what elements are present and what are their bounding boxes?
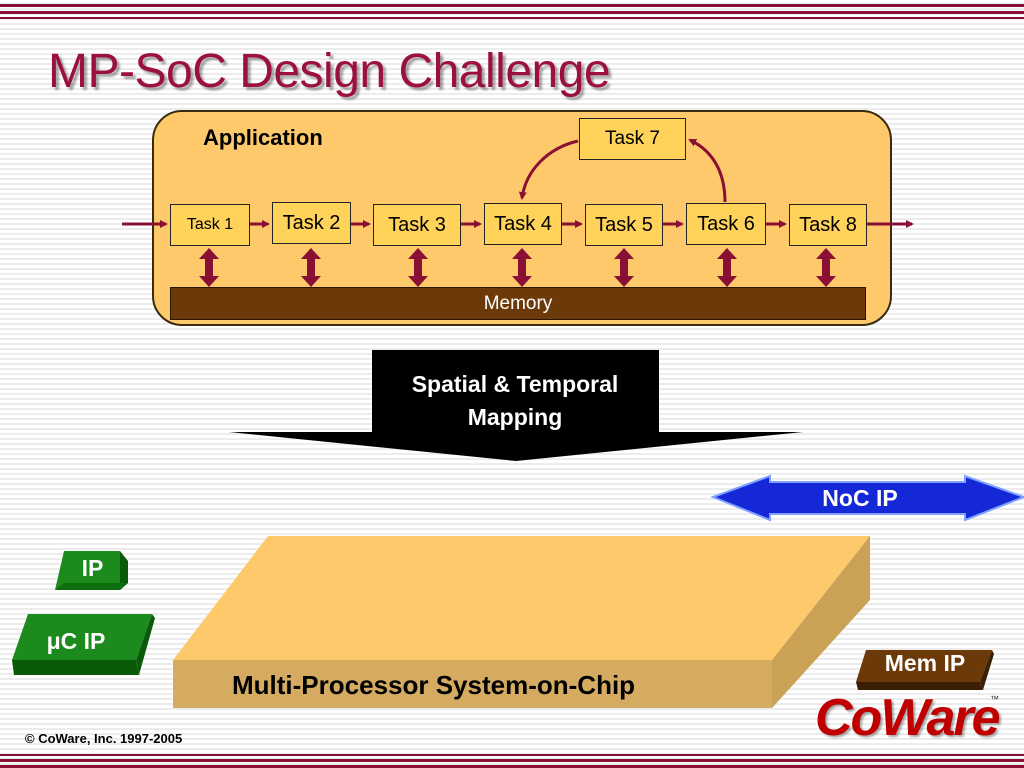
bus-arrow-task8 bbox=[816, 248, 836, 287]
header-stripe-2 bbox=[0, 11, 1024, 14]
application-label: Application bbox=[203, 125, 323, 150]
bus-arrow-task3 bbox=[408, 248, 428, 287]
task-8-box: Task 8 bbox=[789, 204, 867, 246]
mem-ip-block-label: Mem IP bbox=[884, 650, 966, 676]
trademark-symbol: ™ bbox=[990, 694, 999, 704]
uc-ip-block-front bbox=[12, 614, 152, 660]
task-5-box: Task 5 bbox=[585, 204, 663, 246]
footer-stripe-1 bbox=[0, 754, 1024, 756]
footer-stripe-2 bbox=[0, 759, 1024, 762]
header-stripe-1 bbox=[0, 4, 1024, 7]
arrow-task7-task4 bbox=[518, 139, 579, 200]
mapping-arrow bbox=[229, 350, 803, 461]
uc-ip-block-bottom bbox=[12, 660, 139, 675]
ip-block-side bbox=[120, 551, 128, 590]
bus-arrow-task4 bbox=[512, 248, 532, 287]
arrow-task6-task7 bbox=[688, 138, 727, 203]
chip-side-face bbox=[772, 536, 870, 708]
bus-arrow-task2 bbox=[301, 248, 321, 287]
mapping-label: Spatial & Temporal Mapping bbox=[372, 368, 658, 434]
mem-ip-block-bottom bbox=[856, 682, 983, 690]
footer-stripe-3 bbox=[0, 765, 1024, 768]
uc-ip-block-label: μC IP bbox=[26, 628, 126, 655]
task-6-box: Task 6 bbox=[686, 203, 766, 245]
slide-title: MP-SoC Design Challenge bbox=[48, 45, 611, 98]
bus-arrow-task1 bbox=[199, 248, 219, 287]
mu-symbol: μ bbox=[46, 628, 61, 654]
mapping-label-line1: Spatial & Temporal bbox=[411, 371, 619, 397]
noc-ip-label: NoC IP bbox=[822, 485, 898, 511]
header-stripe-3 bbox=[0, 17, 1024, 19]
chip-front-face bbox=[173, 660, 772, 708]
memory-bar: Memory bbox=[170, 287, 866, 320]
task-2-box: Task 2 bbox=[272, 202, 351, 244]
memory-bus-arrows bbox=[199, 248, 836, 287]
uc-ip-block-side bbox=[136, 614, 155, 675]
task-4-box: Task 4 bbox=[484, 203, 562, 245]
ip-block-bottom bbox=[55, 583, 128, 590]
task-7-box: Task 7 bbox=[579, 118, 686, 160]
bus-arrow-task5 bbox=[614, 248, 634, 287]
coware-logo: CoWare bbox=[815, 689, 1001, 747]
bus-arrow-task6 bbox=[717, 248, 737, 287]
mapping-label-line2: Mapping bbox=[467, 404, 563, 430]
chip-top-face bbox=[173, 536, 870, 660]
mem-ip-block-front bbox=[856, 650, 992, 682]
ip-block-label: IP bbox=[81, 555, 104, 581]
uc-ip-text: C IP bbox=[60, 628, 106, 654]
noc-ip-arrow bbox=[710, 474, 1024, 522]
chip-label: Multi-Processor System-on-Chip bbox=[232, 670, 636, 700]
copyright-notice: © CoWare, Inc. 1997-2005 bbox=[25, 731, 183, 746]
ip-block-front bbox=[55, 551, 120, 590]
mem-ip-block-side bbox=[980, 650, 994, 690]
task-3-box: Task 3 bbox=[373, 204, 461, 246]
task-1-box: Task 1 bbox=[170, 204, 250, 246]
